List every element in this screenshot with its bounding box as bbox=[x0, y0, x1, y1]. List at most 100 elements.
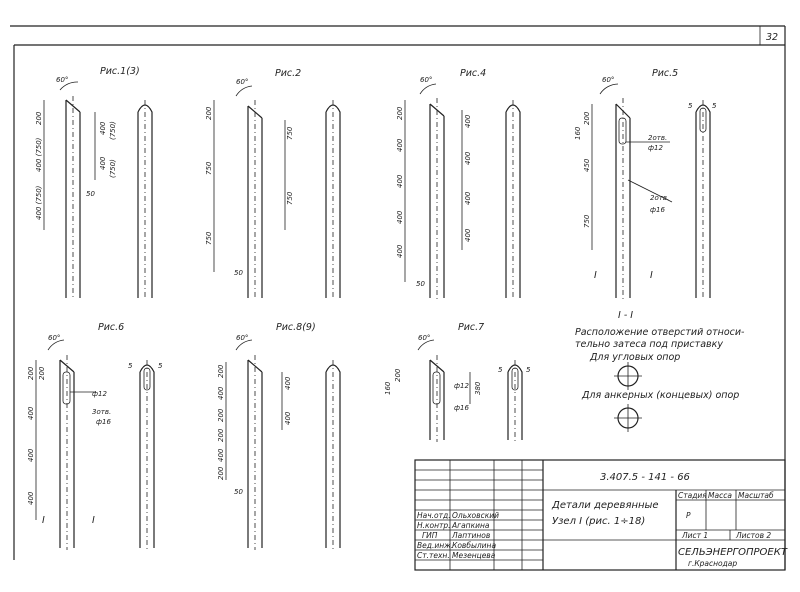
stage-value: Р bbox=[686, 511, 691, 520]
fig8-dim-50: 50 bbox=[234, 488, 243, 496]
fig1-dim-50: 50 bbox=[86, 190, 95, 198]
fig7-angle: 60° bbox=[418, 334, 430, 342]
fig5-dim-5a: 5 bbox=[688, 102, 693, 110]
fig5-dim-5b: 5 bbox=[712, 102, 717, 110]
fig1-dim-400: 400 (750) bbox=[35, 137, 43, 172]
fig1-dim-400b: 400 (750) bbox=[35, 185, 43, 220]
fig2-dim-750b: 750 bbox=[205, 231, 213, 245]
fig2-dim-50: 50 bbox=[234, 269, 243, 277]
fig2-angle: 60° bbox=[236, 78, 248, 86]
fig6-dim-400b: 400 bbox=[27, 448, 35, 462]
title-line-2: Узел I (рис. 1÷18) bbox=[552, 516, 645, 527]
section-notes: I - I Расположение отверстий относи- тел… bbox=[575, 310, 745, 432]
fig2-dim-r750: 750 bbox=[286, 126, 294, 140]
figure-1-label: Рис.1(3) bbox=[100, 66, 140, 77]
fig6-dim-200a: 200 bbox=[27, 366, 35, 380]
fig6-holes-16: 3отв. bbox=[92, 408, 111, 416]
fig5-angle: 60° bbox=[602, 76, 614, 84]
fig8-dim-200c: 200 bbox=[217, 428, 225, 442]
fig6-sec-left: I bbox=[42, 515, 45, 526]
name-4: Мезенцева bbox=[452, 551, 496, 560]
fig8-dim-200d: 200 bbox=[217, 466, 225, 480]
fig1-dim-r400b: 400 bbox=[99, 156, 107, 170]
fig6-dim-400a: 400 bbox=[27, 406, 35, 420]
fig6-angle: 60° bbox=[48, 334, 60, 342]
fig6-sec-right: I bbox=[92, 515, 95, 526]
name-0: Ольховский bbox=[452, 511, 499, 520]
name-1: Агапкина bbox=[451, 521, 490, 530]
fig1-angle: 60° bbox=[56, 76, 68, 84]
fig2-dim-200: 200 bbox=[205, 106, 213, 120]
fig4-dim-400b: 400 bbox=[396, 174, 404, 188]
fig6-dim-5b: 5 bbox=[158, 362, 163, 370]
company-city: г.Краснодар bbox=[688, 559, 737, 568]
role-4: Ст.техн. bbox=[417, 551, 450, 560]
doc-code: 3.407.5 - 141 - 66 bbox=[600, 472, 690, 483]
fig7-dim-160: 160 bbox=[384, 381, 392, 395]
fig1-dim-r750: (750) bbox=[109, 121, 117, 140]
fig5-holes-16: 2отв. bbox=[650, 194, 669, 202]
section-title: I - I bbox=[618, 310, 633, 321]
fig5-holes-12: 2отв. bbox=[648, 134, 667, 142]
corner-supports-label: Для угловых опор bbox=[589, 352, 680, 363]
fig4-dim-50: 50 bbox=[416, 280, 425, 288]
fig2-dim-r750b: 750 bbox=[286, 191, 294, 205]
scale-header: Масштаб bbox=[738, 491, 774, 500]
fig6-dim-400c: 400 bbox=[27, 491, 35, 505]
fig4-dim-r400d: 400 bbox=[464, 228, 472, 242]
fig4-angle: 60° bbox=[420, 76, 432, 84]
figure-6: Рис.6 60° 200 200 400 400 400 ф12 3отв. … bbox=[27, 322, 163, 550]
fig5-sec-left: I bbox=[594, 270, 597, 281]
fig4-dim-r400c: 400 bbox=[464, 191, 472, 205]
title-line-1: Детали деревянные bbox=[551, 500, 659, 511]
figure-8: Рис.8(9) 60° 200 400 200 200 400 200 400… bbox=[217, 322, 341, 550]
fig8-dim-r400: 400 bbox=[284, 376, 292, 390]
role-2: ГИП bbox=[422, 531, 438, 540]
figure-2: Рис.2 60° 200 750 750 750 750 50 bbox=[205, 68, 341, 300]
fig5-dim-450: 450 bbox=[583, 158, 591, 172]
fig7-dim-200: 200 bbox=[394, 368, 402, 382]
fig6-dim-5a: 5 bbox=[128, 362, 133, 370]
fig6-dia-16: ф16 bbox=[96, 418, 111, 426]
fig1-dim-200: 200 bbox=[35, 111, 43, 125]
fig8-dim-r400b: 400 bbox=[284, 411, 292, 425]
section-desc-2: тельно затеса под приставку bbox=[575, 339, 723, 350]
figure-7-label: Рис.7 bbox=[458, 322, 484, 333]
fig8-dim-400a: 400 bbox=[217, 386, 225, 400]
fig6-dia-12: ф12 bbox=[92, 390, 107, 398]
fig2-dim-750: 750 bbox=[205, 161, 213, 175]
fig5-dim-160: 160 bbox=[574, 126, 582, 140]
fig1-dim-r400: 400 bbox=[99, 121, 107, 135]
stage-header: Стадия bbox=[678, 491, 707, 500]
name-3: Ковбылина bbox=[452, 541, 496, 550]
fig4-dim-r400: 400 bbox=[464, 114, 472, 128]
fig8-dim-200a: 200 bbox=[217, 364, 225, 378]
figure-5-label: Рис.5 bbox=[652, 68, 678, 79]
fig1-dim-r750b: (750) bbox=[109, 159, 117, 178]
fig5-dim-750: 750 bbox=[583, 214, 591, 228]
figure-5: Рис.5 60° 200 160 450 750 2отв. ф12 2отв… bbox=[574, 68, 717, 300]
role-3: Вед.инж. bbox=[417, 541, 453, 550]
figure-6-label: Рис.6 bbox=[98, 322, 124, 333]
role-0: Нач.отд. bbox=[417, 511, 451, 520]
fig5-dia-12: ф12 bbox=[648, 144, 663, 152]
figure-7: Рис.7 60° 200 160 ф12 ф16 380 5 5 bbox=[384, 322, 531, 442]
fig5-sec-right: I bbox=[650, 270, 653, 281]
role-1: Н.контр. bbox=[417, 521, 451, 530]
name-2: Лаптинов bbox=[451, 531, 490, 540]
fig4-dim-400a: 400 bbox=[396, 138, 404, 152]
sheet-number: Лист 1 bbox=[681, 531, 708, 540]
fig5-dim-200: 200 bbox=[583, 111, 591, 125]
fig4-dim-r400b: 400 bbox=[464, 151, 472, 165]
anchor-supports-label: Для анкерных (концевых) опор bbox=[581, 390, 739, 401]
figure-4: Рис.4 60° 200 400 400 400 400 400 400 40… bbox=[396, 68, 521, 300]
fig7-dim-380: 380 bbox=[474, 381, 482, 395]
page-number: 32 bbox=[766, 32, 778, 43]
figure-8-label: Рис.8(9) bbox=[276, 322, 316, 333]
company-name: СЕЛЬЭНЕРГОПРОЕКТ bbox=[678, 547, 788, 558]
sheets-count: Листов 2 bbox=[735, 531, 771, 540]
fig7-dia-16: ф16 bbox=[454, 404, 469, 412]
fig7-dia-12: ф12 bbox=[454, 382, 469, 390]
fig8-dim-400b: 400 bbox=[217, 448, 225, 462]
